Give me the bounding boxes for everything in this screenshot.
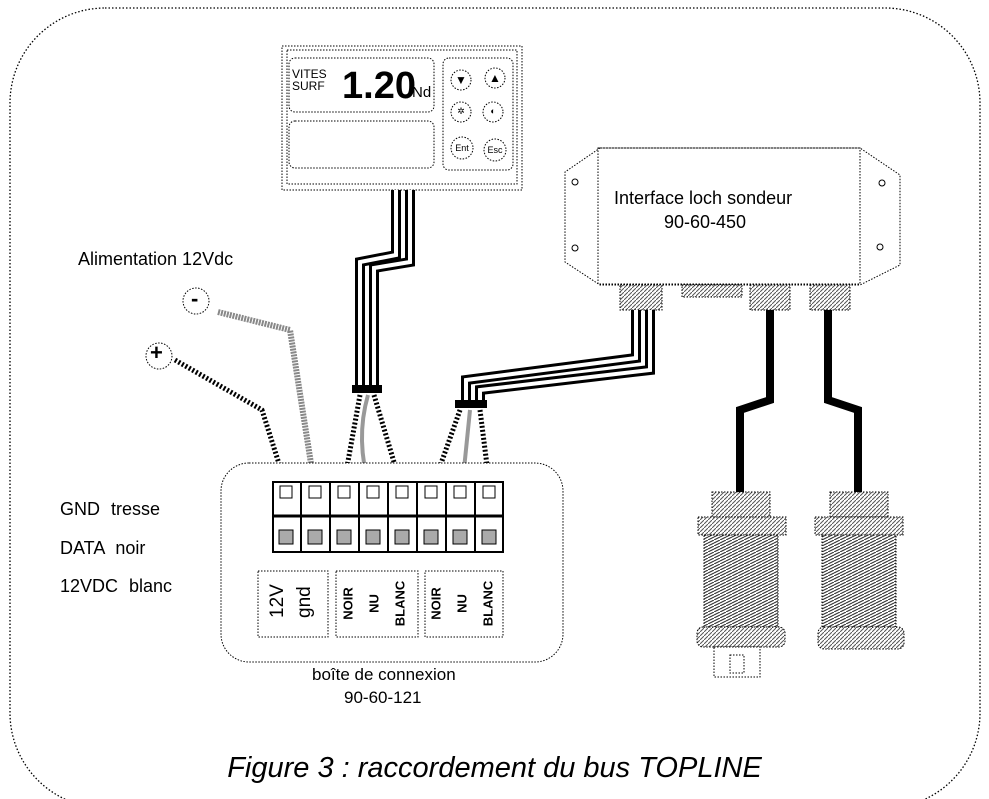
up-arrow-icon: ▲	[489, 71, 501, 85]
display-label-line1: VITES	[292, 67, 327, 81]
plus-label: +	[150, 340, 163, 365]
transducer-left	[696, 491, 787, 678]
interface-title: Interface loch sondeur	[614, 188, 793, 208]
light-icon: ✲	[457, 106, 465, 116]
up-arrow-button[interactable]	[484, 67, 506, 89]
plus-terminal	[145, 342, 173, 370]
interface-cable	[429, 310, 655, 490]
legend-line-gnd: GND tresse	[60, 499, 161, 519]
junction-box-title: boîte de connexion	[312, 665, 456, 684]
display-cable	[340, 190, 415, 490]
display-label-line2: SURF	[292, 79, 325, 93]
display-value: 1.20	[342, 65, 416, 107]
group1-blanc: BLANC	[392, 580, 408, 627]
group2-nu: NU	[454, 594, 470, 613]
group2-blanc: BLANC	[480, 580, 496, 627]
group1-label-box	[335, 570, 419, 638]
keypad-panel	[442, 57, 514, 171]
figure-caption: Figure 3 : raccordement du bus TOPLINE	[227, 752, 762, 784]
group2-label-box	[424, 570, 504, 638]
transducer-cables	[736, 310, 862, 495]
escape-label: Esc	[487, 145, 503, 155]
group2-noir: NOIR	[428, 587, 444, 620]
contrast-button[interactable]	[482, 101, 504, 123]
light-button[interactable]	[450, 101, 472, 123]
power-label-box	[257, 570, 329, 638]
display-unit-label: Nd	[412, 84, 432, 101]
group1-noir: NOIR	[340, 587, 356, 620]
legend-line-data: DATA noir	[60, 538, 146, 558]
power-label-12v: 12V	[267, 584, 288, 618]
contrast-icon: ◐	[490, 106, 496, 116]
outer-frame	[9, 7, 981, 799]
terminal-strip	[272, 481, 504, 553]
display-screen-bottom	[288, 120, 435, 169]
enter-label: Ent	[455, 143, 469, 153]
transducer-right	[814, 491, 905, 650]
interface-ref: 90-60-450	[664, 212, 747, 232]
down-arrow-icon: ▼	[455, 73, 467, 87]
minus-label: -	[191, 286, 199, 311]
power-wires	[145, 287, 318, 490]
minus-terminal	[182, 287, 210, 315]
junction-box-ref: 90-60-121	[344, 688, 422, 707]
junction-box	[220, 462, 564, 663]
interface-box	[564, 147, 901, 311]
power-label-gnd: gnd	[294, 586, 315, 618]
display-unit	[281, 45, 523, 191]
legend-line-12vdc: 12VDC blanc	[60, 576, 173, 596]
power-label: Alimentation 12Vdc	[78, 249, 234, 269]
group1-nu: NU	[366, 594, 382, 613]
enter-button[interactable]	[450, 136, 474, 160]
display-screen-top	[288, 57, 435, 113]
down-arrow-button[interactable]	[450, 69, 472, 91]
escape-button[interactable]	[483, 138, 507, 162]
